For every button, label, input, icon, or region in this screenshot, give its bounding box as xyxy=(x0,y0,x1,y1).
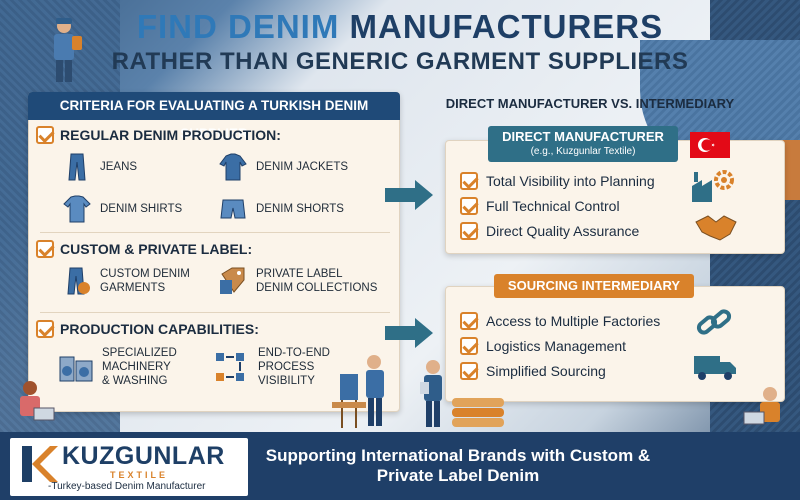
item-label: SPECIALIZED MACHINERY & WASHING xyxy=(102,346,177,388)
checkbox-icon xyxy=(36,126,54,144)
shirt-icon xyxy=(63,195,91,223)
criteria-panel xyxy=(28,92,400,412)
item-denim-shorts: DENIM SHORTS xyxy=(218,194,344,224)
label-line: CUSTOM DENIM xyxy=(100,268,190,280)
row-label: Simplified Sourcing xyxy=(486,363,606,379)
item-label: DENIM JACKETS xyxy=(256,161,349,173)
checkbox-icon xyxy=(36,240,54,258)
intermediary-row-factories: Access to Multiple Factories xyxy=(460,312,660,330)
item-jeans: JEANS xyxy=(62,152,137,182)
label-line: END-TO-END xyxy=(258,347,330,359)
brand-tagline: -Turkey-based Denim Manufacturer xyxy=(48,481,206,492)
section-title: REGULAR DENIM PRODUCTION: xyxy=(60,127,281,143)
machinery-icon xyxy=(59,356,93,382)
label-line: PROCESS xyxy=(258,361,315,373)
comparison-header: DIRECT MANUFACTURER VS. INTERMEDIARY xyxy=(445,96,735,111)
process-flow-icon xyxy=(216,353,244,381)
criteria-header: CRITERIA FOR EVALUATING A TURKISH DENIM … xyxy=(28,92,400,141)
checkbox-icon xyxy=(460,222,478,240)
jacket-icon xyxy=(219,153,247,181)
direct-manufacturer-label: DIRECT MANUFACTURER (e.g., Kuzgunlar Tex… xyxy=(488,126,678,162)
section-regular-production: REGULAR DENIM PRODUCTION: xyxy=(36,126,281,144)
checkbox-icon xyxy=(460,337,478,355)
truck-icon xyxy=(694,356,736,380)
checkbox-icon xyxy=(36,320,54,338)
handshake-icon xyxy=(695,215,737,241)
brand-logo-icon xyxy=(22,446,58,482)
tailor-illustration-icon xyxy=(332,355,384,428)
item-label: DENIM SHIRTS xyxy=(100,203,183,215)
item-end-to-end-process: END-TO-END PROCESS VISIBILITY xyxy=(214,346,330,388)
brand-subtitle: TEXTILE xyxy=(110,470,169,480)
headline: FIND DENIM MANUFACTURERS RATHER THAN GEN… xyxy=(0,8,800,76)
footer-message-line: Private Label Denim xyxy=(376,466,540,485)
arrow-right-icon xyxy=(385,180,433,210)
sourcing-intermediary-label: SOURCING INTERMEDIARY xyxy=(494,274,694,298)
item-specialized-machinery: SPECIALIZED MACHINERY & WASHING xyxy=(58,346,177,388)
fabric-rolls-icon xyxy=(452,398,504,427)
label-line: GARMENTS xyxy=(100,282,166,294)
item-label: JEANS xyxy=(100,161,138,173)
label-line: PRIVATE LABEL xyxy=(256,268,343,280)
checkbox-icon xyxy=(460,197,478,215)
factory-gear-icon xyxy=(692,170,734,202)
arrow-right-icon xyxy=(385,318,433,348)
item-private-label: PRIVATE LABEL DENIM COLLECTIONS xyxy=(218,266,377,296)
label-line: VISIBILITY xyxy=(258,375,315,387)
item-denim-jackets: DENIM JACKETS xyxy=(218,152,348,182)
card-title: DIRECT MANUFACTURER xyxy=(502,129,664,144)
sourcing-intermediary-card xyxy=(445,286,785,402)
section-title: PRODUCTION CAPABILITIES: xyxy=(60,321,259,337)
page-title: FIND DENIM MANUFACTURERS xyxy=(0,8,800,46)
title-highlight: FIND DENIM xyxy=(136,8,340,45)
row-label: Direct Quality Assurance xyxy=(486,223,640,239)
label-line: MACHINERY xyxy=(102,361,171,373)
title-rest: MANUFACTURERS xyxy=(339,8,664,45)
row-label: Full Technical Control xyxy=(486,198,620,214)
item-label: END-TO-END PROCESS VISIBILITY xyxy=(258,346,330,388)
checkbox-icon xyxy=(460,172,478,190)
section-title: CUSTOM & PRIVATE LABEL: xyxy=(60,241,253,257)
card-subtitle: (e.g., Kuzgunlar Textile) xyxy=(530,146,636,157)
person-laptop-icon xyxy=(20,381,55,421)
footer-message-line: Supporting International Brands with Cus… xyxy=(265,446,651,465)
intermediary-row-sourcing: Simplified Sourcing xyxy=(460,362,606,380)
jeans-icon xyxy=(68,153,86,181)
section-divider xyxy=(40,232,390,233)
intermediary-row-logistics: Logistics Management xyxy=(460,337,626,355)
row-label: Total Visibility into Planning xyxy=(486,173,655,189)
section-divider xyxy=(40,312,390,313)
section-custom-private-label: CUSTOM & PRIVATE LABEL: xyxy=(36,240,252,258)
label-line: SPECIALIZED xyxy=(102,347,177,359)
item-label: CUSTOM DENIM GARMENTS xyxy=(100,267,190,295)
direct-row-visibility: Total Visibility into Planning xyxy=(460,172,655,190)
footer-message: Supporting International Brands with Cus… xyxy=(258,446,658,486)
custom-jeans-icon xyxy=(67,267,90,295)
section-production-capabilities: PRODUCTION CAPABILITIES: xyxy=(36,320,259,338)
person-tablet-icon xyxy=(420,360,442,427)
direct-row-quality: Direct Quality Assurance xyxy=(460,222,639,240)
label-line: & WASHING xyxy=(102,375,168,387)
page-subtitle: RATHER THAN GENERIC GARMENT SUPPLIERS xyxy=(111,48,689,75)
label-tag-icon xyxy=(220,267,245,294)
row-label: Logistics Management xyxy=(486,338,627,354)
item-denim-shirts: DENIM SHIRTS xyxy=(62,194,182,224)
item-label: PRIVATE LABEL DENIM COLLECTIONS xyxy=(256,267,377,295)
chain-link-icon xyxy=(696,309,732,335)
person-laptop-right-icon xyxy=(743,387,780,425)
label-line: DENIM COLLECTIONS xyxy=(256,282,378,294)
worker-illustration-icon xyxy=(54,18,82,82)
checkbox-icon xyxy=(460,362,478,380)
item-label: DENIM SHORTS xyxy=(256,203,344,215)
item-custom-denim: CUSTOM DENIM GARMENTS xyxy=(62,266,190,296)
brand-name: KUZGUNLAR xyxy=(62,442,225,470)
row-label: Access to Multiple Factories xyxy=(486,313,661,329)
shorts-icon xyxy=(220,199,246,219)
turkey-flag-icon xyxy=(690,132,730,158)
checkbox-icon xyxy=(460,312,478,330)
direct-row-technical: Full Technical Control xyxy=(460,197,620,215)
